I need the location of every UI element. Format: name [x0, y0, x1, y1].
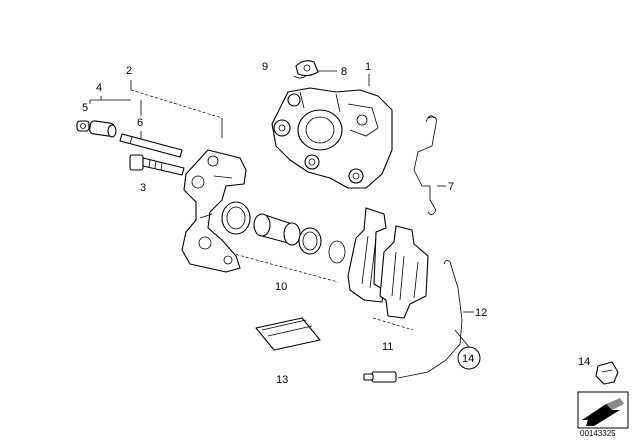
- label-part-14: 14: [462, 353, 474, 365]
- leader-lines: [89, 70, 474, 348]
- part-14-legend-clip: [595, 361, 619, 385]
- part-2-caliper-carrier: [181, 149, 247, 273]
- label-part-3: 3: [140, 182, 146, 194]
- label-part-13: 13: [276, 374, 288, 386]
- label-part-8: 8: [341, 66, 347, 78]
- part-3-bolt: [129, 154, 185, 176]
- part-6-guide-bolt: [119, 133, 183, 158]
- label-part-11: 11: [382, 341, 393, 353]
- label-part-7: 7: [448, 181, 454, 193]
- part-1-caliper-housing: [271, 87, 393, 189]
- legend-part-14-label: 14: [578, 356, 590, 368]
- legend-box: [577, 391, 629, 429]
- part-8-clip: [293, 60, 319, 79]
- part-7-spring: [413, 115, 437, 215]
- part-10-piston-kit: [221, 201, 346, 264]
- label-part-10: 10: [275, 281, 287, 293]
- label-part-5: 5: [82, 102, 88, 114]
- label-part-6: 6: [137, 117, 143, 129]
- label-part-2: 2: [126, 65, 132, 77]
- part-4-bushing: [89, 120, 117, 138]
- part-11-brake-pad-rear: [379, 225, 429, 319]
- label-part-4: 4: [96, 82, 102, 94]
- part-5-cap: [76, 120, 90, 132]
- label-part-12: 12: [475, 307, 487, 319]
- part-13-grease-packet: [255, 317, 321, 351]
- label-part-1: 1: [365, 61, 371, 73]
- part-12-wear-sensor: [363, 260, 463, 383]
- label-part-9: 9: [262, 61, 268, 73]
- part-11-brake-pad-front: [347, 207, 387, 303]
- diagram-id: 00143325: [580, 429, 616, 438]
